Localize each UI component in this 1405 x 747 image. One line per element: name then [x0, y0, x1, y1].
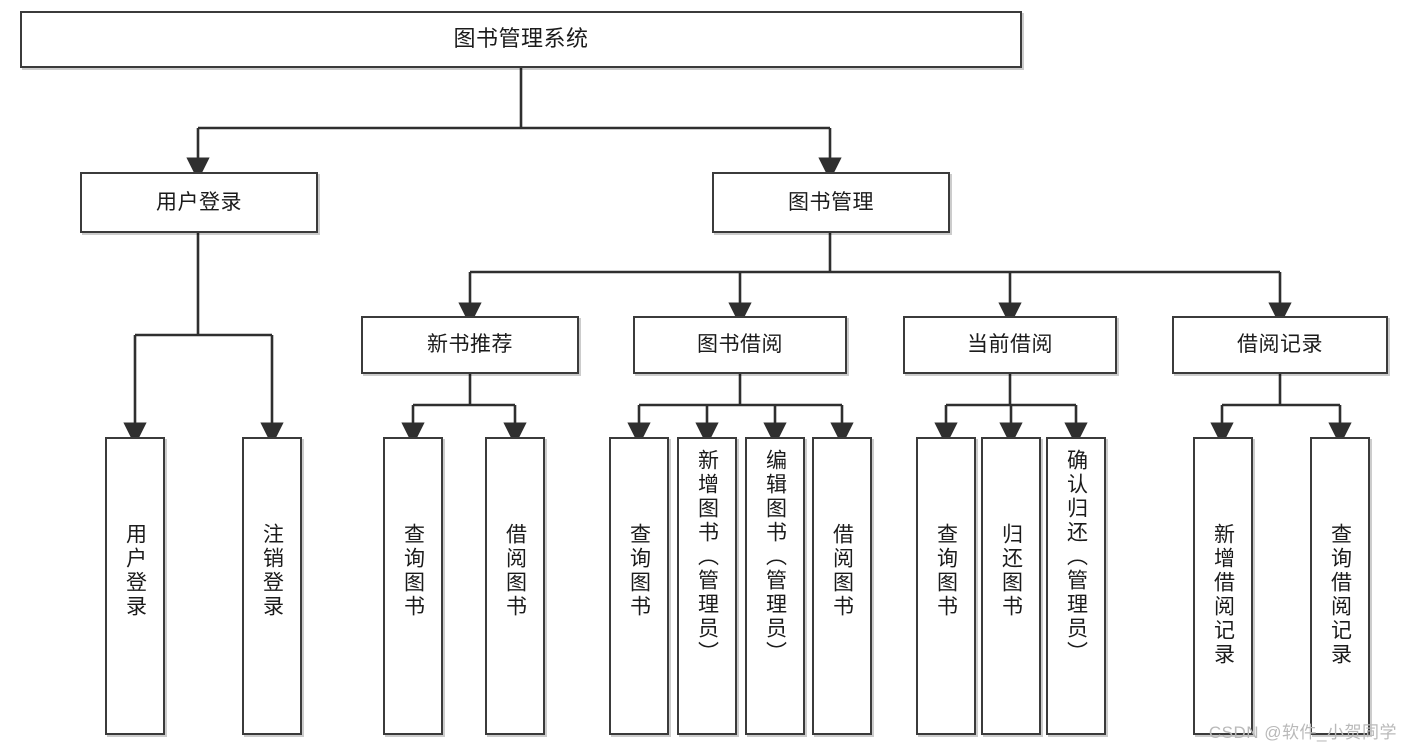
node-label: 新增图书（管理员） [695, 449, 719, 665]
leaf-query-book-current[interactable]: 查询图书 [916, 437, 976, 735]
node-book-borrow[interactable]: 图书借阅 [633, 316, 847, 374]
node-label: 借阅图书 [503, 523, 527, 619]
leaf-query-book-recommend[interactable]: 查询图书 [383, 437, 443, 735]
node-label: 查询图书 [934, 523, 958, 619]
watermark: CSDN @软件_小贺同学 [1208, 723, 1397, 742]
node-label: 编辑图书（管理员） [763, 449, 787, 665]
leaf-user-login[interactable]: 用户登录 [105, 437, 165, 735]
node-label: 新增借阅记录 [1211, 523, 1235, 667]
node-new-book-recommend[interactable]: 新书推荐 [361, 316, 579, 374]
node-root-system[interactable]: 图书管理系统 [20, 11, 1022, 68]
node-label: 查询图书 [401, 523, 425, 619]
leaf-borrow-book[interactable]: 借阅图书 [812, 437, 872, 735]
node-borrow-record[interactable]: 借阅记录 [1172, 316, 1388, 374]
node-label: 用户登录 [156, 190, 242, 214]
leaf-query-book-borrow[interactable]: 查询图书 [609, 437, 669, 735]
node-book-management[interactable]: 图书管理 [712, 172, 950, 233]
node-label: 新书推荐 [427, 333, 513, 357]
node-label: 注销登录 [260, 523, 284, 619]
node-label: 借阅图书 [830, 523, 854, 619]
node-label: 归还图书 [999, 523, 1023, 619]
node-label: 确认归还（管理员） [1064, 449, 1088, 665]
node-label: 图书管理系统 [453, 26, 589, 52]
node-label: 图书借阅 [697, 333, 783, 357]
node-current-borrow[interactable]: 当前借阅 [903, 316, 1117, 374]
leaf-query-borrow-record[interactable]: 查询借阅记录 [1310, 437, 1370, 735]
node-label: 当前借阅 [967, 333, 1053, 357]
leaf-borrow-book-recommend[interactable]: 借阅图书 [485, 437, 545, 735]
node-label: 借阅记录 [1237, 333, 1323, 357]
node-label: 查询图书 [627, 523, 651, 619]
node-user-login[interactable]: 用户登录 [80, 172, 318, 233]
leaf-add-book-admin[interactable]: 新增图书（管理员） [677, 437, 737, 735]
leaf-logout[interactable]: 注销登录 [242, 437, 302, 735]
node-label: 图书管理 [788, 190, 874, 214]
node-label: 用户登录 [123, 523, 147, 619]
leaf-return-book[interactable]: 归还图书 [981, 437, 1041, 735]
leaf-confirm-return-admin[interactable]: 确认归还（管理员） [1046, 437, 1106, 735]
node-label: 查询借阅记录 [1328, 523, 1352, 667]
leaf-add-borrow-record[interactable]: 新增借阅记录 [1193, 437, 1253, 735]
leaf-edit-book-admin[interactable]: 编辑图书（管理员） [745, 437, 805, 735]
